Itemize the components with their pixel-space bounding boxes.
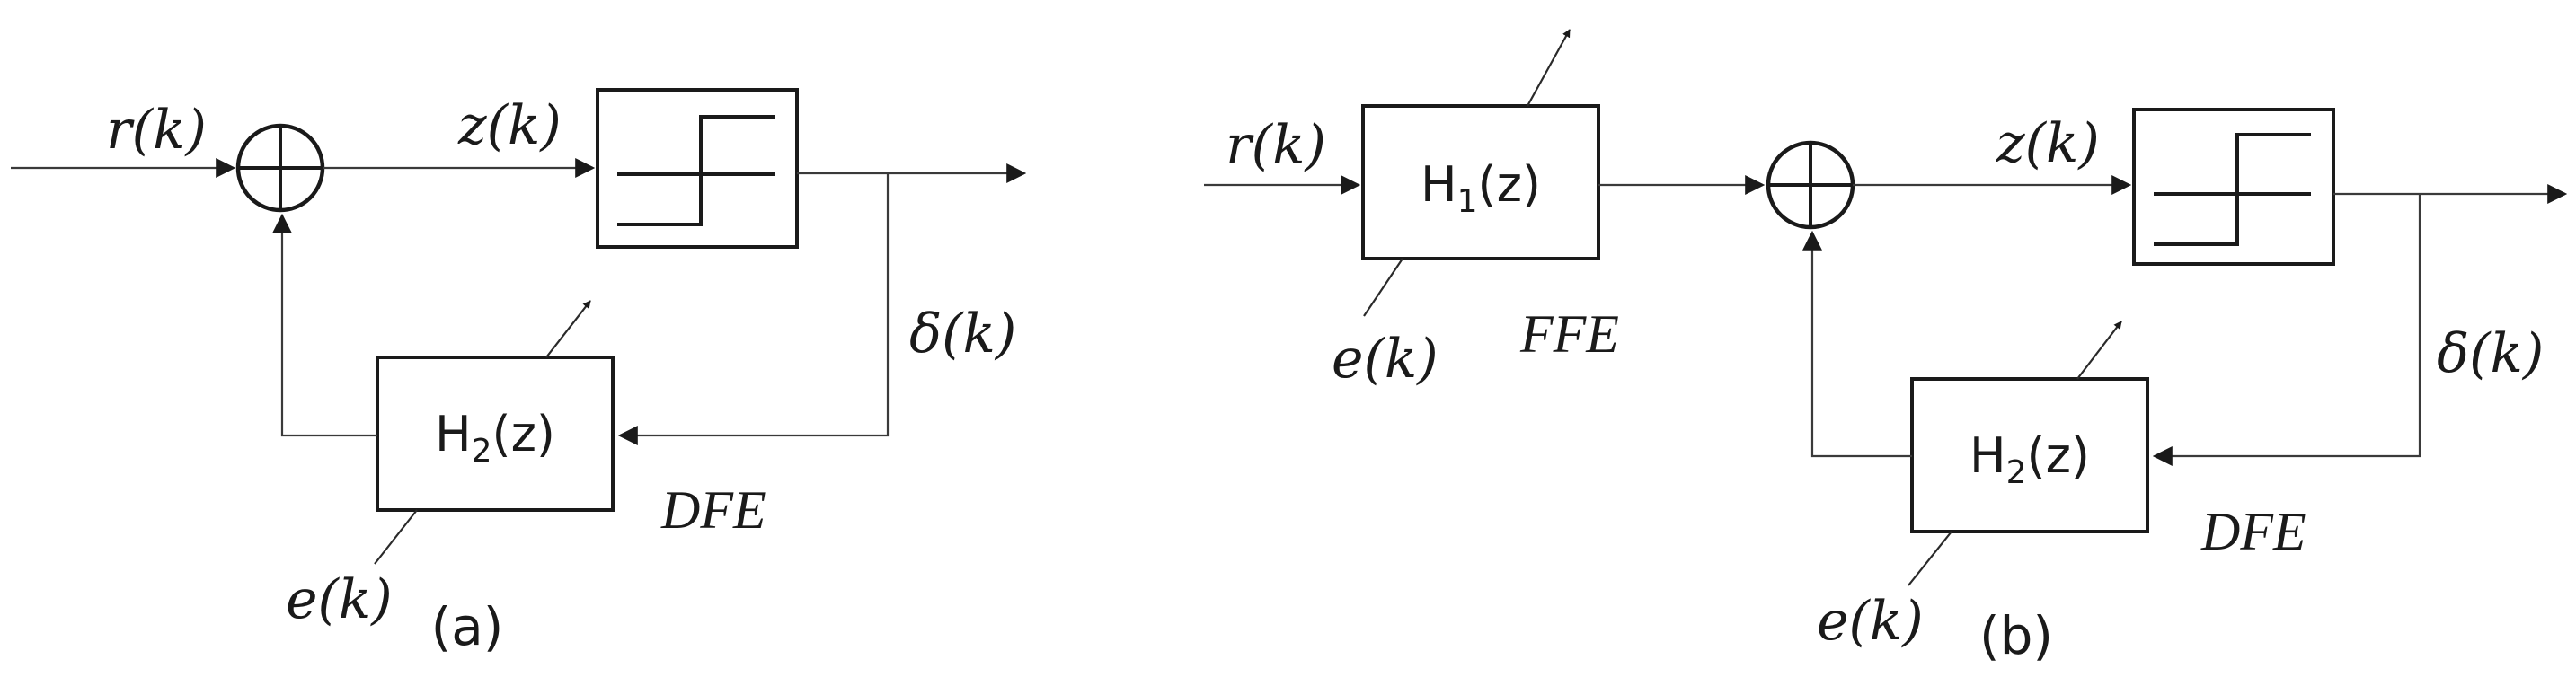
panel-b-z-label: z(k)	[1996, 112, 2100, 175]
panel-a-feedback-wire	[617, 173, 890, 445]
panel-b-caption: (b)	[1979, 605, 2053, 666]
panel-a-input-label: r(k)	[106, 99, 207, 162]
panel-b-dfe-label: DFE	[2200, 502, 2306, 561]
panel-a: H2(z) r(k) z(k) δ(k) DFE e(k) (a)	[11, 88, 1027, 657]
panel-a-adapt-arrow	[545, 300, 591, 358]
panel-b-h2-error-line	[1908, 531, 1952, 586]
panel-a-h2-label: H2(z)	[435, 406, 555, 470]
panel-b-decision-device	[2132, 108, 2335, 266]
panel-a-error-label: e(k)	[286, 568, 393, 631]
panel-b-h1-error-line	[1363, 258, 1403, 317]
panel-b-error-label: e(k)	[1817, 590, 1924, 653]
panel-a-summer	[235, 123, 325, 213]
panel-b-h2-label: H2(z)	[1970, 427, 2090, 491]
panel-a-decision-device	[596, 88, 799, 249]
panel-b-h1-filter	[1361, 104, 1600, 260]
panel-b-h1-adapt-arrow	[1527, 29, 1571, 107]
panel-a-z-label: z(k)	[457, 94, 562, 157]
panel-b-h1-label: H1(z)	[1421, 156, 1541, 220]
panel-a-h2-return-wire	[272, 213, 377, 437]
panel-b: H1(z) H2(z) r(k	[1204, 29, 2568, 666]
panel-b-delta-label: δ(k)	[2437, 322, 2544, 385]
panel-b-h2-return-wire	[1802, 230, 1912, 458]
panel-a-error-line	[374, 509, 418, 565]
panel-b-summer	[1766, 140, 1855, 230]
panel-a-dfe-label: DFE	[660, 480, 766, 540]
panel-b-input-label: r(k)	[1226, 114, 1326, 177]
panel-b-h2-filter	[1910, 377, 2149, 533]
panel-b-ffe-label: FFE	[1519, 304, 1619, 364]
panel-b-feedback-wire	[2152, 194, 2421, 466]
panel-a-delta-label: δ(k)	[909, 303, 1016, 365]
panel-a-h2-filter	[376, 356, 615, 512]
panel-b-ffe-error-label: e(k)	[1332, 328, 1438, 391]
panel-a-caption: (a)	[431, 596, 504, 657]
panel-b-h2-adapt-arrow	[2076, 321, 2122, 380]
